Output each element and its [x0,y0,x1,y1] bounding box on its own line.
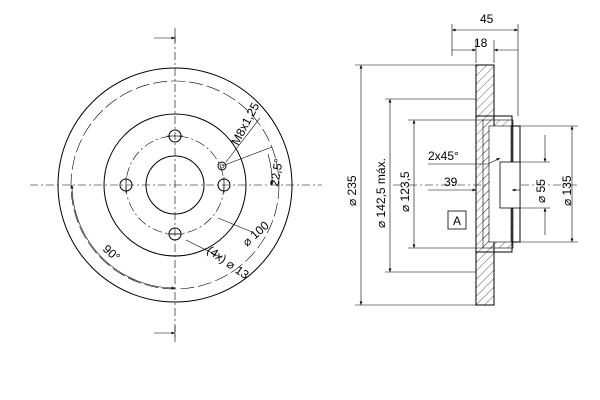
width-total-label: 45 [480,12,494,26]
angle-arc-90 [70,184,176,290]
pcd-label: ⌀ 100 [240,218,272,249]
angle-small-label: 22,5° [267,157,286,187]
section-marker-box [447,210,467,230]
disc-outer-circle [57,67,293,303]
holes-leader [185,239,223,259]
friction-dia-label: ⌀ 142,5 máx. [374,158,388,228]
threaded-hole [217,161,227,171]
bore [499,161,521,209]
bolt-hole-top [167,129,183,143]
outer-dia-label: ⌀ 235 [345,175,359,206]
flange-dia-label: ⌀ 135 [560,175,574,206]
front-view: M8x1,25 22,5° 90° ⌀ 100 (4x) ⌀ 13 [30,28,322,342]
section-marker-label: A [453,214,461,228]
angle-ref-line [221,146,273,167]
bolt-hole-right [217,177,231,193]
width-friction-label: 18 [474,36,488,50]
thread-leader [225,117,261,163]
hat-dia-label: ⌀ 123,5 [398,171,412,212]
hat-height-label: 39 [444,175,458,189]
angle-arc-22 [267,153,274,186]
chamfer-leader [487,157,501,165]
holes-label: (4x) ⌀ 13 [204,243,252,282]
bore-dia-label: ⌀ 55 [534,179,548,203]
chamfer-label: 2x45° [428,149,459,163]
side-view: 45 18 ⌀ 235 ⌀ 142,5 máx. ⌀ 123,5 2x45° 3… [345,12,580,306]
thread-label: M8x1,25 [228,100,262,147]
pcd-leader [217,217,253,233]
angle-quarter-label: 90° [100,242,123,265]
